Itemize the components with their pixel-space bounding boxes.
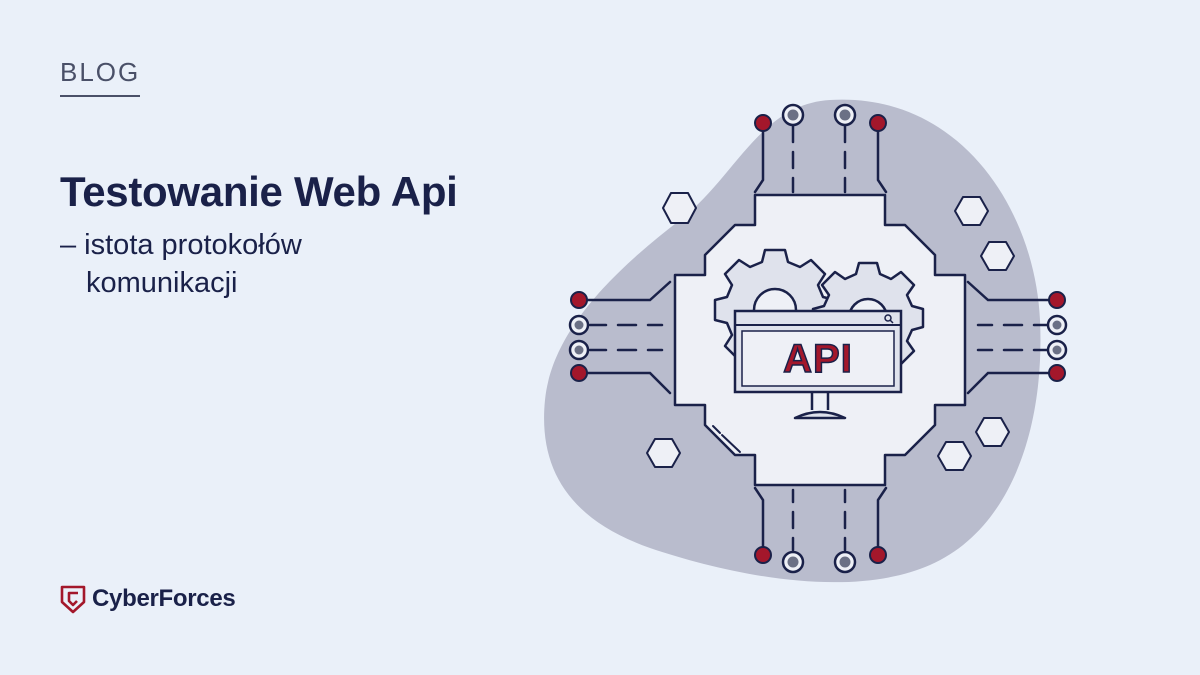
search-icon xyxy=(884,314,894,324)
subtitle-line-2: komunikacji xyxy=(86,267,238,299)
top-circuit xyxy=(753,124,888,194)
right-nodes xyxy=(1046,291,1068,382)
hexagon-icon xyxy=(980,241,1015,271)
frame-detail-lines xyxy=(712,425,741,453)
page-subtitle: – istota protokołów komunikacji xyxy=(60,226,302,302)
brand[interactable]: CyberForces xyxy=(60,584,236,614)
hexagon-icon xyxy=(954,196,989,226)
brand-name: CyberForces xyxy=(92,585,236,612)
blog-label[interactable]: BLOG xyxy=(60,57,141,97)
top-nodes xyxy=(754,103,887,132)
monitor-icon: API xyxy=(733,309,903,420)
cyberforces-logo-icon xyxy=(60,585,86,614)
bottom-circuit xyxy=(753,486,888,552)
bottom-nodes xyxy=(754,546,887,574)
left-circuit xyxy=(585,280,672,395)
subtitle-line-1: – istota protokołów xyxy=(60,229,302,261)
hexagon-icon xyxy=(646,438,681,468)
left-nodes xyxy=(568,291,590,382)
hexagon-icon xyxy=(937,441,972,471)
hexagon-icon xyxy=(662,192,697,224)
hexagon-icons xyxy=(646,192,1015,471)
api-screen-text: API xyxy=(783,337,853,381)
right-circuit xyxy=(966,280,1050,395)
hexagon-icon xyxy=(975,417,1010,447)
page-title: Testowanie Web Api xyxy=(60,168,458,215)
